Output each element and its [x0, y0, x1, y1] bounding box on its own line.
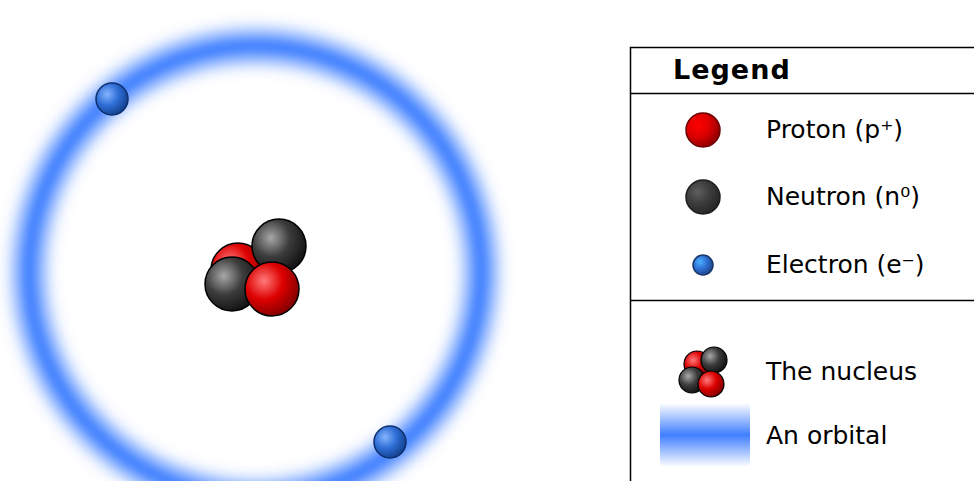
legend-text: Neutron (n⁰)	[766, 182, 920, 212]
electron	[374, 426, 406, 458]
legend-text: An orbital	[766, 421, 887, 451]
legend-swatch	[693, 255, 713, 275]
legend-heading: Legend	[673, 54, 791, 86]
proton	[698, 371, 724, 397]
orbital-sample	[660, 403, 750, 467]
legend-divider	[631, 300, 974, 302]
legend-box	[631, 48, 974, 481]
electron	[96, 83, 128, 115]
legend-swatches	[686, 113, 720, 275]
orbital-glow	[29, 46, 481, 481]
proton	[245, 262, 299, 316]
legend-text: Electron (e⁻)	[766, 250, 925, 280]
nucleus	[205, 219, 306, 316]
legend-divider	[631, 93, 974, 95]
legend-text: The nucleus	[766, 357, 917, 387]
legend-text: Proton (p⁺)	[766, 115, 903, 145]
orbital-ring	[29, 46, 481, 481]
legend-swatch	[686, 113, 720, 147]
nucleus-sample	[679, 347, 727, 397]
orbital-core	[29, 46, 481, 481]
legend-frame	[631, 48, 974, 481]
neutron	[701, 347, 727, 373]
legend-swatch	[686, 180, 720, 214]
